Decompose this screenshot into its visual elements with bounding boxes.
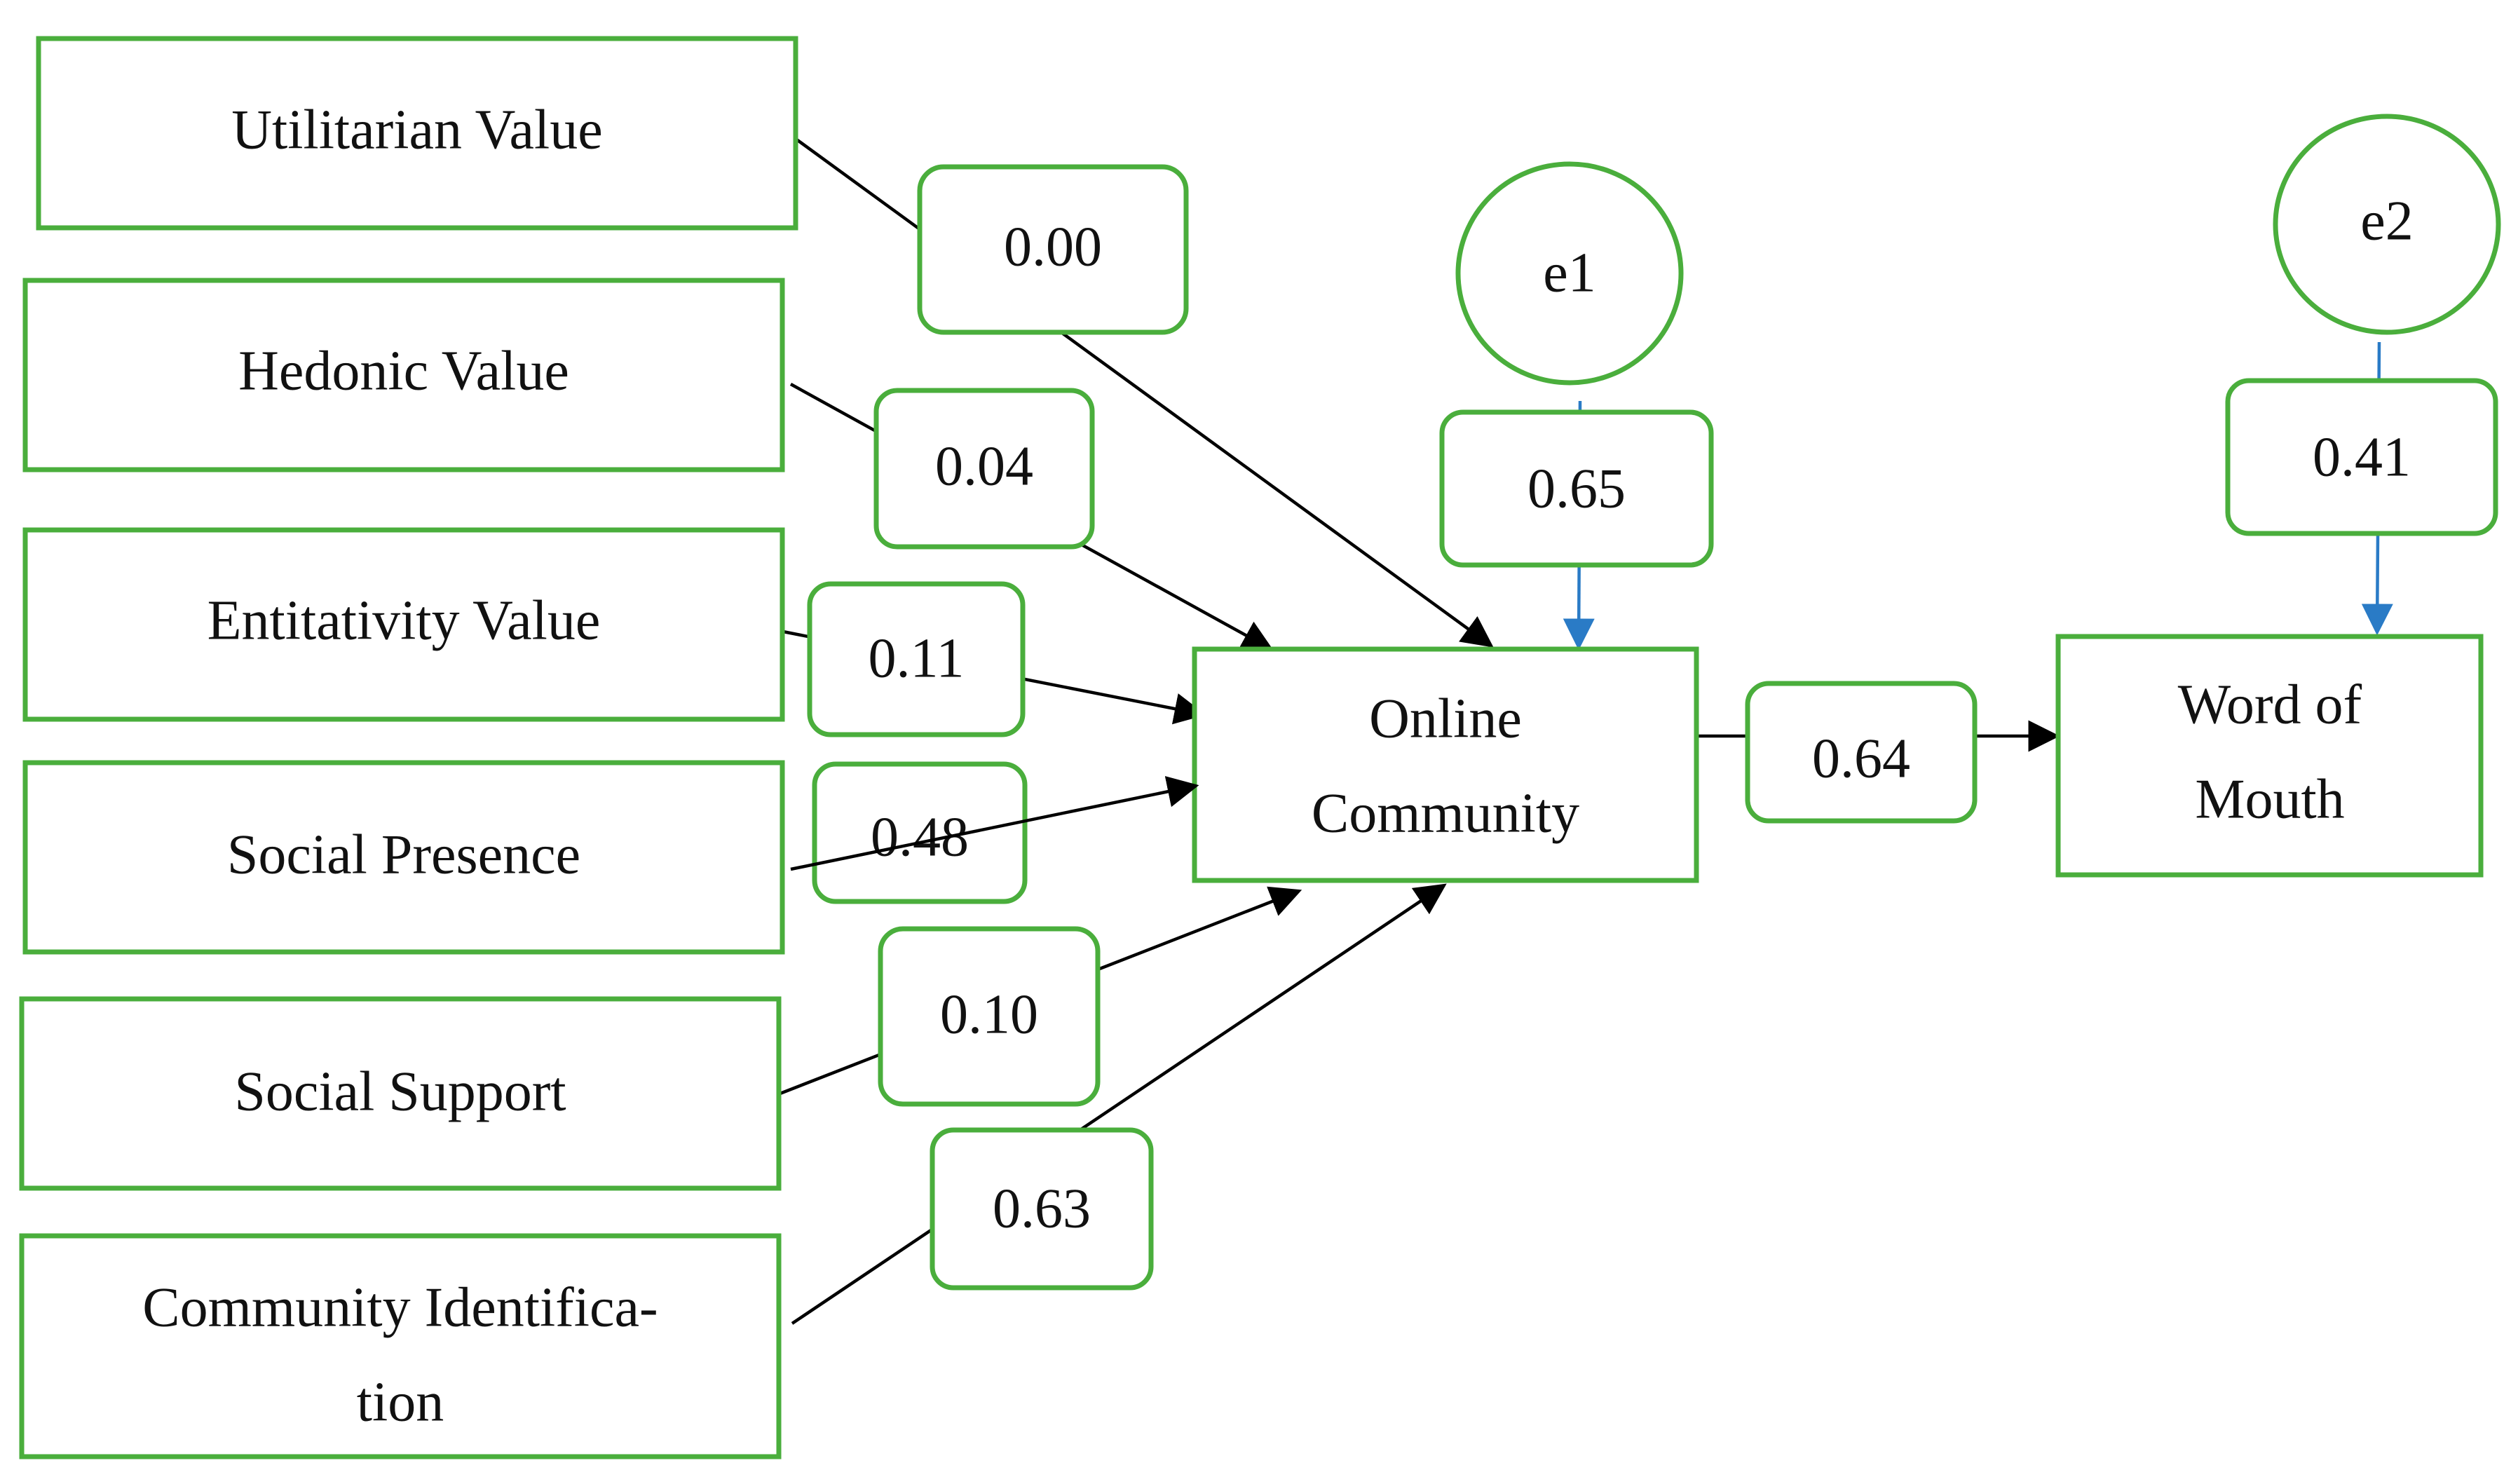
path-social-presence-to-online-community [790, 776, 1199, 871]
coef-utilitarian: 0.00 [917, 164, 1189, 335]
coef-entitativity: 0.11 [807, 581, 1026, 737]
node-label-line1: Online [1369, 688, 1522, 749]
coef-e1: 0.65 [1439, 409, 1714, 568]
coef-value: 0.00 [1004, 216, 1102, 278]
node-label: Social Presence [227, 824, 580, 885]
node-label: Entitativity Value [207, 590, 601, 651]
coef-value: 0.64 [1812, 728, 1910, 789]
node-label: Utilitarian Value [231, 99, 603, 161]
coef-value: 0.63 [993, 1178, 1091, 1239]
error-label: e2 [2360, 190, 2414, 252]
node-hedonic-value: Hedonic Value [22, 278, 785, 472]
coef-value: 0.04 [935, 435, 1033, 497]
node-label-line1: Community Identifica- [142, 1277, 658, 1338]
node-community-identification: Community Identifica- tion [19, 1233, 782, 1459]
coef-community-identification: 0.63 [930, 1127, 1154, 1291]
coef-e2: 0.41 [2225, 378, 2498, 536]
node-label-line2: Community [1312, 782, 1579, 844]
coef-value: 0.41 [2313, 426, 2411, 488]
error-label: e1 [1543, 242, 1596, 304]
node-social-support: Social Support [19, 996, 782, 1191]
node-label: Hedonic Value [238, 340, 569, 402]
coef-value: 0.11 [868, 627, 964, 689]
node-word-of-mouth: Word of Mouth [2055, 634, 2484, 878]
coef-value: 0.65 [1527, 458, 1626, 519]
coef-online-to-wom: 0.64 [1745, 681, 1978, 824]
error-e1: e1 [1455, 161, 1684, 386]
path-community-identification-to-online-community [791, 883, 1447, 1325]
node-utilitarian-value: Utilitarian Value [36, 36, 798, 231]
path-utilitarian-to-online-community [794, 137, 1494, 648]
coef-hedonic: 0.04 [873, 388, 1095, 550]
node-online-community: Online Community [1192, 646, 1699, 883]
error-e2: e2 [2273, 114, 2501, 335]
node-social-presence: Social Presence [22, 760, 785, 955]
coef-value: 0.48 [871, 806, 969, 868]
node-label-line1: Word of [2178, 674, 2362, 735]
node-label: Social Support [234, 1061, 566, 1122]
coef-social-support: 0.10 [878, 926, 1101, 1107]
coef-social-presence: 0.48 [812, 761, 1028, 904]
node-entitativity-value: Entitativity Value [22, 527, 785, 722]
node-label-line2: Mouth [2195, 768, 2344, 830]
node-label-line2: tion [357, 1371, 444, 1433]
coef-value: 0.10 [940, 983, 1038, 1045]
